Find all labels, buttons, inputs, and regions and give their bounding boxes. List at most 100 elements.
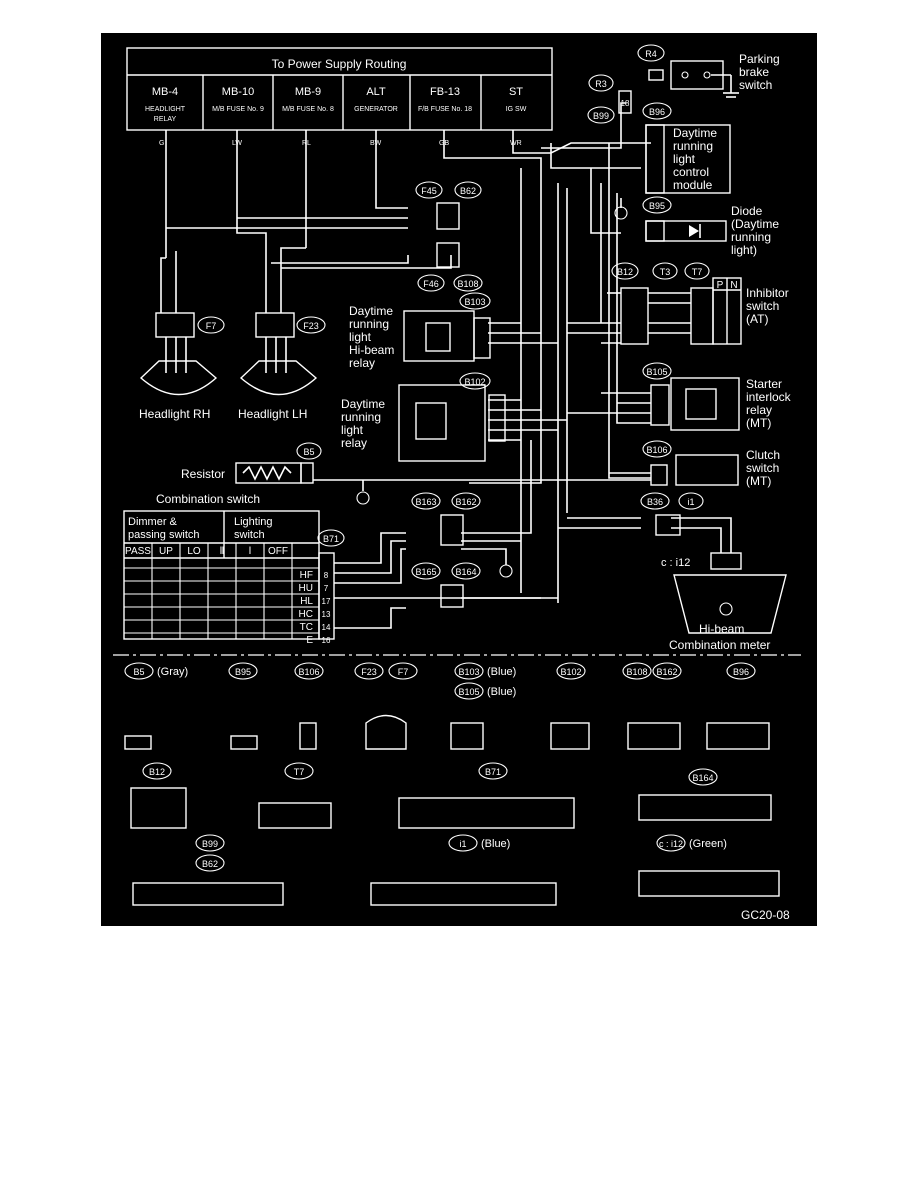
conn-f45: F45 bbox=[421, 186, 437, 196]
conn-t7: T7 bbox=[692, 267, 703, 277]
conn-b106: B106 bbox=[646, 445, 667, 455]
headlight-lh-label: Headlight LH bbox=[238, 407, 307, 421]
parking-brake-switch: R4 Parking brake switch bbox=[637, 44, 780, 98]
legend-id: B102 bbox=[560, 667, 581, 677]
conn-r3: R3 bbox=[595, 79, 607, 89]
drl-hibeam-relay: B103 Daytime running light Hi-beam relay bbox=[349, 292, 491, 370]
legend-id: B103 bbox=[458, 667, 479, 677]
combo-pin: 17 bbox=[322, 597, 331, 606]
conn-b103: B103 bbox=[464, 297, 485, 307]
legend-note: (Blue) bbox=[481, 838, 510, 850]
legend-badge bbox=[388, 662, 418, 680]
conn-b95: B95 bbox=[649, 201, 665, 211]
drl-relay-label-3: relay bbox=[341, 436, 367, 450]
inhibitor-label-0: Inhibitor bbox=[746, 286, 789, 300]
power-supply-table: To Power Supply Routing MB-4HEADLIGHTREL… bbox=[126, 47, 553, 147]
combo-pin: 7 bbox=[324, 584, 329, 593]
legend-id: c : i12 bbox=[659, 839, 683, 849]
legend-id: B99 bbox=[202, 839, 218, 849]
diode-label-0: Diode bbox=[731, 204, 763, 218]
legend-note: (Gray) bbox=[157, 666, 188, 678]
headlight-rh-label: Headlight RH bbox=[139, 407, 210, 421]
resistor-label: Resistor bbox=[181, 467, 225, 481]
drl-module-label-2: light bbox=[673, 152, 696, 166]
legend-badge bbox=[124, 662, 154, 680]
diode-label-1: (Daytime bbox=[731, 217, 779, 231]
drl-relay: B102 Daytime running light relay bbox=[341, 372, 506, 462]
legend-id: B105 bbox=[458, 687, 479, 697]
drl-module-label-3: control bbox=[673, 165, 709, 179]
combo-col: PASS bbox=[125, 546, 151, 557]
conn-b5: B5 bbox=[303, 447, 314, 457]
legend-badge bbox=[652, 662, 682, 680]
hibeam-relay-label-4: relay bbox=[349, 356, 375, 370]
conn-f46: F46 bbox=[423, 279, 439, 289]
hibeam-relay-label-2: light bbox=[349, 330, 372, 344]
combination-switch: Combination switch Dimmer & passing swit… bbox=[123, 492, 345, 646]
legend-badge bbox=[454, 682, 484, 700]
legend-badge bbox=[656, 834, 686, 852]
legend-badge bbox=[454, 662, 484, 680]
combo-pin: 14 bbox=[322, 623, 331, 632]
starter-relay-label-2: relay bbox=[746, 403, 772, 417]
conn-b105: B105 bbox=[646, 367, 667, 377]
combo-group1-1: passing switch bbox=[128, 529, 200, 541]
conn-b163: B163 bbox=[415, 497, 436, 507]
legend-badge bbox=[448, 834, 478, 852]
legend-id: T7 bbox=[294, 767, 305, 777]
legend-id: B12 bbox=[149, 767, 165, 777]
inhibitor-switch: B12 T3 T7 P N Inhibitor switch (AT) bbox=[611, 262, 789, 345]
legend-badge bbox=[726, 662, 756, 680]
parking-brake-label-0: Parking bbox=[739, 52, 780, 66]
source-name: FB-13 bbox=[430, 86, 460, 98]
hibeam-relay-label-1: running bbox=[349, 317, 389, 331]
combo-col: OFF bbox=[268, 546, 288, 557]
legend-badge bbox=[294, 662, 324, 680]
source-wire: WR bbox=[510, 140, 522, 147]
inhibitor-p: P bbox=[717, 280, 724, 291]
combo-col: UP bbox=[159, 546, 173, 557]
legend-id: i1 bbox=[459, 839, 466, 849]
conn-f7: F7 bbox=[206, 321, 217, 331]
clutch-label-0: Clutch bbox=[746, 448, 780, 462]
legend-badge bbox=[478, 762, 508, 780]
clutch-switch: B106 Clutch switch (MT) bbox=[642, 440, 780, 488]
legend-badge bbox=[354, 662, 384, 680]
hibeam-relay-label-0: Daytime bbox=[349, 304, 393, 318]
legend-note: (Green) bbox=[689, 838, 727, 850]
conn-b108: B108 bbox=[457, 279, 478, 289]
drl-relay-label-2: light bbox=[341, 423, 364, 437]
legend-badge bbox=[622, 662, 652, 680]
combo-row: HC bbox=[299, 609, 313, 620]
source-desc: M/B FUSE No. 9 bbox=[212, 106, 264, 113]
junction-b163: B163 B162 B165 B164 bbox=[411, 492, 513, 608]
meter-label: Hi-beam bbox=[699, 622, 744, 636]
wires bbox=[160, 102, 732, 629]
headlight-lh: F23 Headlight LH bbox=[238, 312, 326, 421]
conn-b96: B96 bbox=[649, 107, 665, 117]
conn-b99: B99 bbox=[593, 111, 609, 121]
combo-row: HL bbox=[300, 596, 313, 607]
source-desc: IG SW bbox=[506, 106, 527, 113]
legend-badge bbox=[142, 762, 172, 780]
drl-relay-label-1: running bbox=[341, 410, 381, 424]
conn-b12: B12 bbox=[617, 267, 633, 277]
combo-group1-0: Dimmer & bbox=[128, 516, 178, 528]
legend-badge bbox=[228, 662, 258, 680]
conn-b36: B36 bbox=[647, 497, 663, 507]
combo-row: TC bbox=[300, 622, 313, 633]
combo-col: Ⅱ bbox=[220, 546, 225, 557]
legend-id: F23 bbox=[361, 667, 377, 677]
conn-i1: i1 bbox=[687, 497, 694, 507]
legend-id: F7 bbox=[398, 667, 409, 677]
inhibitor-n: N bbox=[730, 280, 737, 291]
legend-badge bbox=[195, 854, 225, 872]
diode-label-2: running bbox=[731, 230, 771, 244]
drl-control-module: R3 18 B99 B96 Daytime running light cont… bbox=[587, 74, 731, 220]
pin-18: 18 bbox=[621, 99, 630, 108]
inhibitor-label-2: (AT) bbox=[746, 312, 768, 326]
power-title: To Power Supply Routing bbox=[272, 57, 407, 71]
meter-conn: c : i12 bbox=[661, 557, 690, 569]
